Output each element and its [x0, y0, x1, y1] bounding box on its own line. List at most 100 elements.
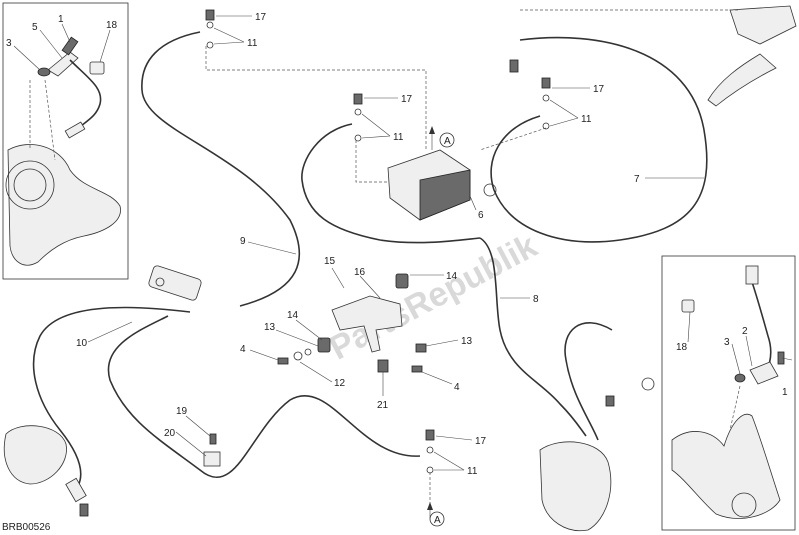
callout-19: 19	[176, 406, 188, 417]
watermark: PartsRepublik	[323, 227, 543, 368]
rubber-mount-top	[395, 273, 409, 289]
callout-10: 10	[76, 338, 88, 349]
hose-9	[141, 31, 301, 307]
callout-4-right: 4	[454, 382, 460, 393]
callout-13-left: 13	[264, 322, 276, 333]
dash-guide-right	[729, 385, 741, 431]
callout-9: 9	[240, 236, 246, 247]
callout-1-right: 1	[782, 387, 788, 398]
arrow-label-bottom: A	[434, 515, 441, 526]
mounting-bracket	[331, 295, 403, 353]
hose-front-caliper	[564, 322, 613, 441]
hose-clip-20	[203, 451, 221, 467]
banjo-bolt-abs-right	[541, 77, 551, 89]
callout-1-left: 1	[58, 14, 64, 25]
bolt-4-left	[277, 357, 289, 365]
wheel-carrier-left	[7, 144, 121, 266]
bolt-4-right	[411, 365, 423, 373]
callout-21: 21	[377, 400, 389, 411]
callout-17-bottom: 17	[475, 436, 487, 447]
rubber-mount-left	[317, 337, 331, 353]
callout-5: 5	[32, 22, 38, 33]
fork-axle-ring	[731, 492, 757, 518]
sensor-bolt-right	[777, 351, 785, 365]
sensor-bracket-left	[47, 51, 79, 77]
inset-frame-left	[2, 2, 129, 280]
callout-15: 15	[324, 256, 336, 267]
master-cylinder-body	[729, 5, 797, 45]
abs-unit: A	[387, 126, 497, 221]
fork-foot-right	[671, 414, 781, 519]
sleeve-right	[681, 299, 695, 313]
rear-master-body	[148, 265, 202, 301]
callout-11-top: 11	[247, 38, 258, 49]
front-caliper-body	[539, 441, 612, 532]
callout-14-top: 14	[446, 271, 458, 282]
rear-caliper-fitting	[65, 477, 87, 503]
bolt-19	[209, 433, 217, 445]
callout-11-abs-left: 11	[393, 132, 404, 143]
callout-20: 20	[164, 428, 176, 439]
inset-frame-right	[661, 255, 796, 531]
rear-master-cylinder	[148, 265, 202, 301]
callout-8: 8	[533, 294, 539, 305]
dash-guide-top	[205, 46, 427, 150]
sensor-cable-left	[69, 59, 102, 133]
banjo-bolt-bottom	[425, 429, 435, 441]
callouts-main: 17 11 17 11 17 11 7 6 9 15 16 14 14	[76, 12, 704, 477]
callout-18-right: 18	[676, 342, 688, 353]
carrier-ring-inner	[13, 168, 47, 202]
callout-13-right: 13	[461, 336, 473, 347]
hose-10	[32, 306, 191, 487]
spacer-right	[734, 373, 746, 383]
callout-12: 12	[334, 378, 346, 389]
sleeve-left	[89, 61, 105, 75]
callout-4-left: 4	[240, 344, 246, 355]
front-caliper-bleed	[605, 395, 615, 407]
sensor-cable-right	[751, 281, 772, 373]
dash-guide-left-2	[44, 79, 56, 161]
arrow-label-top: A	[444, 136, 451, 147]
diagram-code: BRB00526	[2, 522, 51, 533]
callout-3-left: 3	[6, 38, 12, 49]
rear-caliper	[3, 425, 221, 517]
callout-17-abs-right: 17	[593, 84, 605, 95]
hoses	[32, 31, 708, 487]
callout-11-bottom: 11	[467, 466, 478, 477]
hose-8	[479, 237, 587, 437]
callout-11-abs-right: 11	[581, 114, 592, 125]
sensor-connector-left	[64, 121, 86, 139]
bleed-bolt-top	[509, 59, 519, 73]
hose-abs-left	[301, 123, 481, 244]
abs-bracket	[277, 273, 427, 373]
sensor-bracket-right	[749, 361, 779, 385]
spacer-left	[37, 67, 51, 77]
callout-16: 16	[354, 267, 366, 278]
abs-modulator-face	[419, 169, 471, 221]
abs-gear-icon	[483, 183, 497, 197]
fittings	[205, 9, 551, 474]
callout-17-abs-left: 17	[401, 94, 413, 105]
callout-7: 7	[634, 174, 640, 185]
sensor-connector-right	[745, 265, 759, 285]
sensor-bolt-left	[61, 36, 79, 56]
callout-6: 6	[478, 210, 484, 221]
bolt-13-right	[415, 343, 427, 353]
callout-17-top: 17	[255, 12, 267, 23]
callout-2: 2	[742, 326, 748, 337]
hose-10-lower	[107, 315, 421, 479]
rear-caliper-body	[3, 425, 67, 485]
front-master-cylinder	[509, 5, 797, 107]
carrier-ring	[5, 160, 55, 210]
brake-lever	[707, 53, 777, 107]
callout-18-left: 18	[106, 20, 118, 31]
inset-front-sensor: 18 3 2 1	[661, 255, 796, 531]
rear-caliper-bleed	[79, 503, 89, 517]
dash-guide-abs-right	[479, 127, 547, 151]
rubber-mount-bottom	[377, 359, 389, 373]
hose-7	[490, 36, 708, 243]
inset-rear-sensor: 1 5 18 3	[2, 2, 129, 280]
front-caliper	[539, 377, 655, 532]
banjo-bolt-top	[205, 9, 215, 21]
